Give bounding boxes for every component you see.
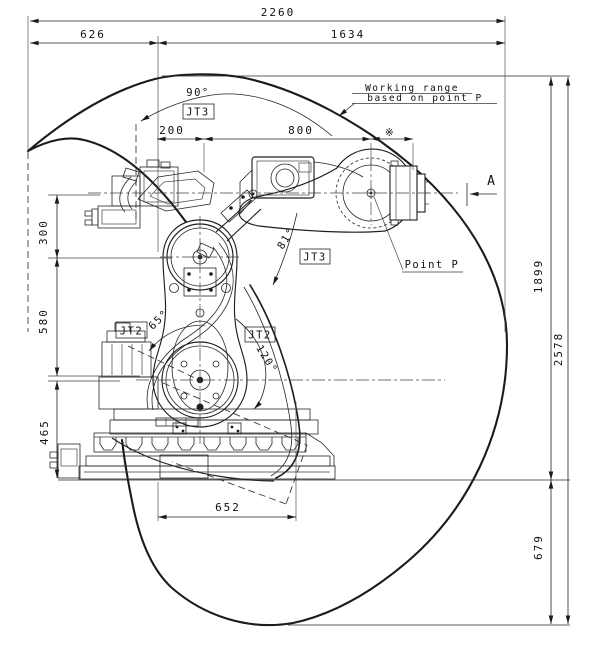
label-jt3-mid: JT3 [303, 252, 326, 264]
label-working-range-2: based on point P [367, 93, 483, 104]
cable-harness [119, 167, 234, 411]
dimension-lines [29, 18, 571, 624]
labels: 2260 626 1634 200 800 ※ 300 580 465 652 … [37, 6, 565, 560]
label-300: 300 [37, 219, 50, 245]
label-right-of-axis: 1634 [331, 28, 366, 41]
label-point-p: Point P [405, 259, 460, 271]
label-angle-90: 90° [186, 87, 209, 99]
jt2-right-box [244, 326, 276, 343]
robot-elbow-assembly [84, 159, 262, 242]
label-left-of-axis: 626 [80, 28, 106, 41]
jt3-top-box [182, 103, 215, 120]
jt3-mid-box [299, 248, 331, 265]
label-axis-offset: 200 [159, 124, 185, 137]
envelope-outer-arc [26, 73, 509, 627]
robot-forearm [238, 148, 429, 233]
label-reference-mark: ※ [385, 127, 395, 139]
label-view-a: A [487, 174, 495, 189]
label-angle-65: 65° [146, 307, 171, 332]
label-working-range-1: Working range [365, 83, 459, 94]
leaders [338, 102, 497, 271]
label-jt2-right: JT2 [248, 330, 271, 342]
label-465: 465 [38, 419, 51, 445]
label-2578: 2578 [552, 332, 565, 367]
swing-silhouette-arc [249, 284, 301, 479]
label-jt2-left: JT2 [120, 326, 143, 338]
label-total-width: 2260 [261, 6, 296, 19]
jt3-90deg-arc [140, 93, 333, 137]
jt2-65deg-arc [148, 324, 206, 352]
jt2-120deg-arc [235, 318, 267, 410]
label-1899: 1899 [532, 259, 545, 294]
extension-lines [27, 16, 570, 626]
working-range-leader [338, 102, 356, 117]
label-652: 652 [215, 501, 241, 514]
label-679: 679 [532, 534, 545, 560]
base-mounting-tabs [99, 437, 299, 451]
swing-silhouette-inner [243, 286, 293, 477]
jt3-81deg-arc [272, 212, 298, 286]
label-forearm: 800 [288, 124, 314, 137]
jt2-left-box [115, 321, 148, 339]
label-jt3-top: JT3 [186, 107, 209, 119]
label-580: 580 [37, 308, 50, 334]
jt2-120deg-arm-position [162, 382, 308, 505]
robot-illustration [49, 148, 429, 480]
base-sweep-arc [111, 437, 275, 482]
reference-lines [27, 124, 458, 505]
angle-arcs [140, 93, 333, 410]
jt2-65deg-reference [127, 345, 198, 380]
point-p-leader [373, 196, 404, 271]
robot-base [49, 432, 336, 480]
